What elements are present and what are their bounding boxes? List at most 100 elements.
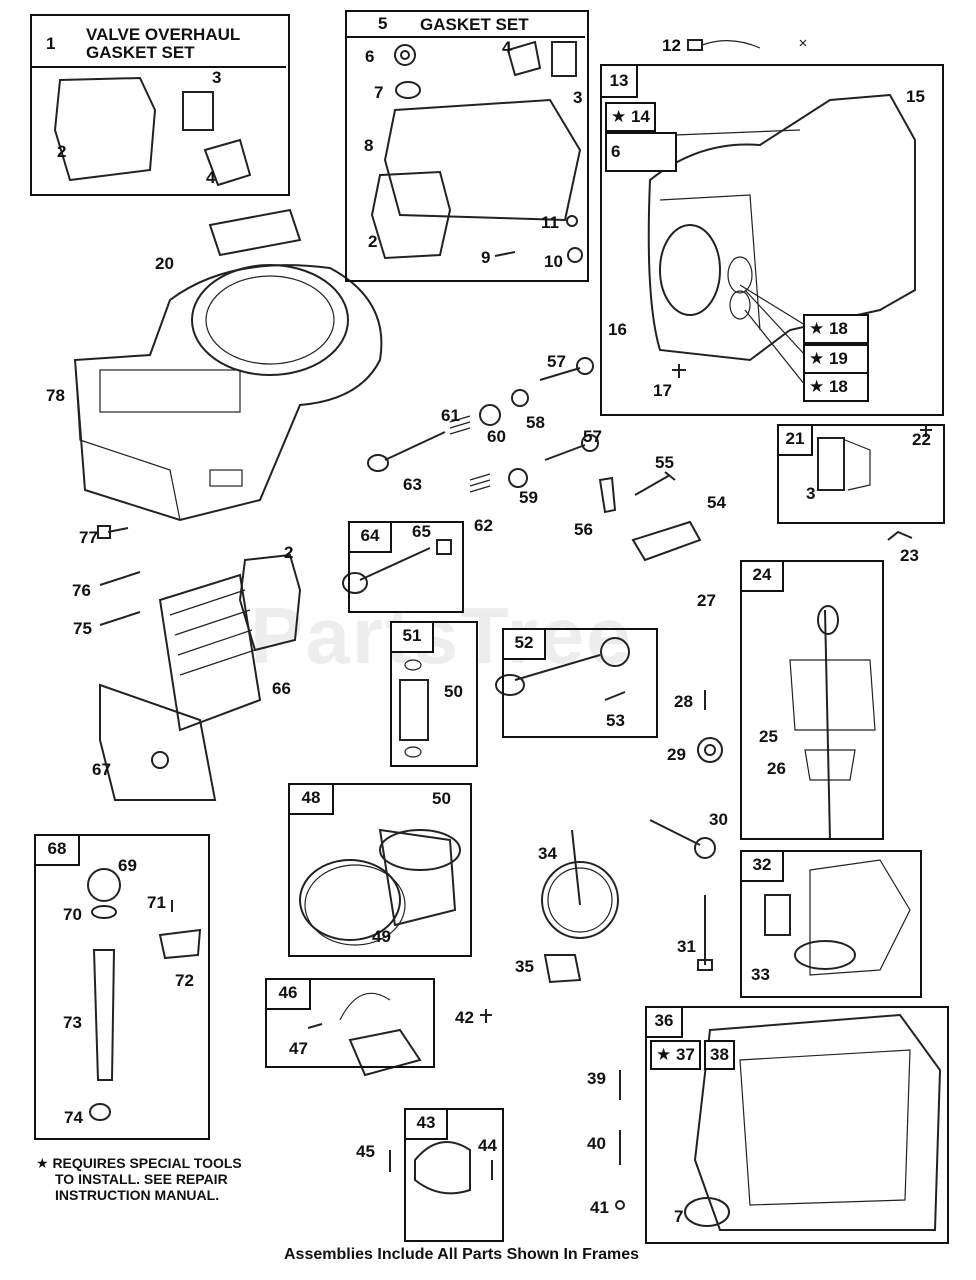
special-tools-note-line3: INSTRUCTION MANUAL. — [55, 1187, 220, 1203]
callout-66: 66 — [272, 679, 291, 698]
star-label-18b: ★ 18 — [803, 372, 869, 402]
callout-73: 73 — [63, 1013, 82, 1032]
star-label-14: ★ 14 — [605, 102, 656, 132]
callout-7: 7 — [674, 1207, 684, 1226]
callout-71: 71 — [147, 893, 166, 912]
callout-70: 70 — [63, 905, 82, 924]
callout-56: 56 — [574, 520, 593, 539]
callout-58: 58 — [526, 413, 545, 432]
callout-16: 16 — [608, 320, 627, 339]
box-52-tag: 52 — [502, 628, 546, 660]
callout-44: 44 — [478, 1136, 497, 1155]
frame-46 — [265, 978, 435, 1068]
box-32-tag: 32 — [740, 850, 784, 882]
frame-64 — [348, 521, 464, 613]
callout-2: 2 — [368, 232, 378, 251]
callout-76: 76 — [72, 581, 91, 600]
callout-62: 62 — [474, 516, 493, 535]
callout-50: 50 — [444, 682, 463, 701]
callout-23: 23 — [900, 546, 919, 565]
callout-45: 45 — [356, 1142, 375, 1161]
frame-13 — [600, 64, 944, 416]
special-tools-note-line2: TO INSTALL. SEE REPAIR — [55, 1171, 228, 1187]
callout-77: 77 — [79, 528, 98, 547]
callout-11: 11 — [541, 213, 559, 232]
frame-48 — [288, 783, 472, 957]
frame-gasket-set — [345, 10, 589, 282]
callout-3: 3 — [212, 68, 222, 87]
callout-60: 60 — [487, 427, 506, 446]
callout-3: 3 — [573, 88, 583, 107]
frame-51 — [390, 621, 478, 767]
callout-8: 8 — [364, 136, 374, 155]
box-5-title: GASKET SET — [420, 15, 529, 34]
frame-36 — [645, 1006, 949, 1244]
callout-47: 47 — [289, 1039, 308, 1058]
box-1-number: 1 — [46, 34, 56, 53]
box-51-tag: 51 — [390, 621, 434, 653]
box-43-tag: 43 — [404, 1108, 448, 1140]
callout-12: 12 — [662, 36, 681, 55]
callout-22: 22 — [912, 430, 931, 449]
footer-caption: Assemblies Include All Parts Shown In Fr… — [284, 1246, 640, 1263]
callout-10: 10 — [544, 252, 563, 271]
box-1-title-line2: GASKET SET — [86, 43, 195, 62]
frame-valve-overhaul-header — [30, 14, 286, 68]
box-13-tag: 13 — [600, 64, 638, 98]
box-5-number: 5 — [378, 14, 388, 33]
callout-41: 41 — [590, 1198, 609, 1217]
callout-26: 26 — [767, 759, 786, 778]
callout-40: 40 — [587, 1134, 606, 1153]
callout-34: 34 — [538, 844, 557, 863]
callout-39: 39 — [587, 1069, 606, 1088]
box-64-tag: 64 — [348, 521, 392, 553]
frame-gasket-set-header — [345, 10, 585, 38]
callout-7: 7 — [374, 83, 384, 102]
box-46-tag: 46 — [265, 978, 311, 1010]
callout-27: 27 — [697, 591, 716, 610]
callout-2: 2 — [284, 543, 294, 562]
callout-15: 15 — [906, 87, 925, 106]
frame-21 — [777, 424, 945, 524]
callout-4: 4 — [206, 168, 216, 187]
callout-53: 53 — [606, 711, 625, 730]
box-1-title-line1: VALVE OVERHAUL — [86, 25, 241, 44]
frame-valve-overhaul-gasket-set — [30, 14, 290, 196]
callout-75: 75 — [73, 619, 92, 638]
box-24-tag: 24 — [740, 560, 784, 592]
callout-9: 9 — [481, 248, 491, 267]
callout-59: 59 — [519, 488, 538, 507]
callout-63: 63 — [403, 475, 422, 494]
label-6-box: 6 — [605, 132, 677, 172]
callout-65: 65 — [412, 522, 431, 541]
callout-6: 6 — [365, 47, 375, 66]
callout-57: 57 — [547, 352, 566, 371]
frame-24 — [740, 560, 884, 840]
frame-68 — [34, 834, 210, 1140]
callout-29: 29 — [667, 745, 686, 764]
star-label-19: ★ 19 — [803, 344, 869, 374]
callout-78: 78 — [46, 386, 65, 405]
frame-52 — [502, 628, 658, 738]
label-38-box: 38 — [704, 1040, 735, 1070]
callout-4: 4 — [502, 38, 512, 57]
callout-25: 25 — [759, 727, 778, 746]
callout-30: 30 — [709, 810, 728, 829]
callout-49: 49 — [372, 927, 391, 946]
callout-55: 55 — [655, 453, 674, 472]
callout-17: 17 — [653, 381, 672, 400]
callout-42: 42 — [455, 1008, 474, 1027]
callout-2: 2 — [57, 142, 67, 161]
callout-69: 69 — [118, 856, 137, 875]
special-tools-note-line1: ★ REQUIRES SPECIAL TOOLS — [36, 1155, 242, 1171]
frame-43 — [404, 1108, 504, 1242]
callout-57: 57 — [583, 427, 602, 446]
box-68-tag: 68 — [34, 834, 80, 866]
box-21-tag: 21 — [777, 424, 813, 456]
callout-33: 33 — [751, 965, 770, 984]
callout-3: 3 — [806, 484, 816, 503]
callout-67: 67 — [92, 760, 111, 779]
box-36-tag: 36 — [645, 1006, 683, 1038]
